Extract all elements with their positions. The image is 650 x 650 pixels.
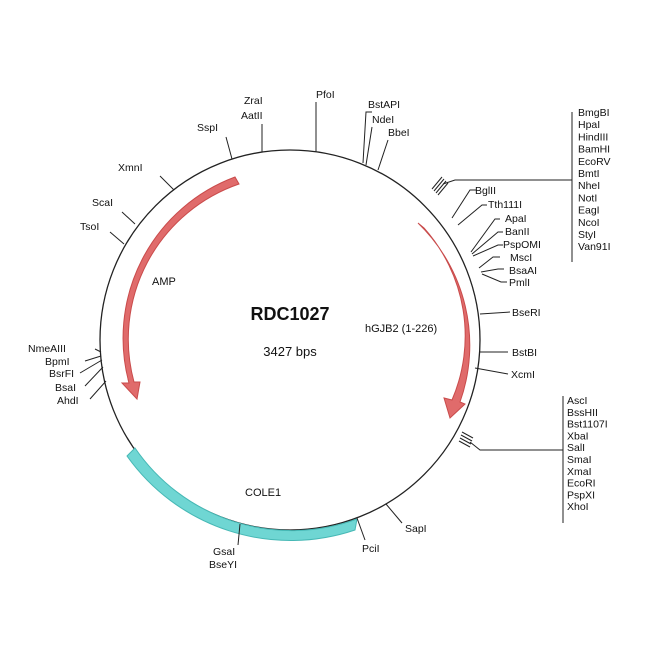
site-label-pmli: PmlI [509, 277, 530, 289]
plasmid-size: 3427 bps [263, 344, 317, 359]
site-tick-bseri [479, 311, 511, 315]
site-tick-pcii [356, 517, 366, 541]
plasmid-name: RDC1027 [250, 304, 329, 324]
site-label-scai: ScaI [92, 197, 113, 209]
site-tick-ndei [365, 126, 373, 166]
feature-label-hgjb2: hGJB2 (1-226) [365, 323, 437, 335]
mcs2-site-label: XmaI [567, 466, 592, 478]
site-tick-tsoi [109, 231, 125, 245]
cole1-feature-band [126, 447, 358, 541]
mcs2-site-label: SalI [567, 442, 585, 454]
mcs-2-labels: AscIBssHIIBst1107IXbaISalISmaIXmaIEcoRIP… [567, 395, 608, 513]
site-label-bglii: BglII [475, 185, 496, 197]
site-tick-xcmi [474, 367, 509, 375]
site-tick-pspomi [472, 244, 503, 257]
site-label-bpmi: BpmI [45, 356, 70, 368]
mcs1-site-label: HindIII [578, 131, 608, 143]
mcs1-site-label: EcoRV [578, 156, 611, 168]
mcs2-site-label: SmaI [567, 454, 592, 466]
mcs2-site-label: XbaI [567, 430, 589, 442]
mcs-group-1: BmgBIHpaIHindIIIBamHIEcoRVBmtINheINotIEa… [431, 107, 611, 262]
site-label-pspomi: PspOMI [503, 239, 541, 251]
mcs-group-2: AscIBssHIIBst1107IXbaISalISmaIXmaIEcoRIP… [458, 395, 608, 523]
site-label-bsrfi: BsrFI [49, 368, 74, 380]
site-tick-apai [470, 218, 500, 253]
amp-feature-arrow [120, 176, 240, 401]
site-tick-sapi [385, 503, 403, 524]
site-tick-gsai-bseyi [237, 523, 241, 546]
site-tick-sspi [225, 136, 233, 160]
site-label-bbei: BbeI [388, 127, 410, 139]
mcs-1-labels: BmgBIHpaIHindIIIBamHIEcoRVBmtINheINotIEa… [578, 107, 611, 253]
mcs1-site-label: NotI [578, 192, 597, 204]
mcs2-site-label: XhoI [567, 501, 589, 513]
site-tick-nmeaiii [94, 348, 102, 353]
mcs1-site-label: BmgBI [578, 107, 610, 119]
feature-label-amp: AMP [152, 276, 176, 288]
plasmid-backbone [99, 149, 481, 531]
site-label-sapi: SapI [405, 523, 427, 535]
site-label-aatii: AatII [241, 110, 263, 122]
site-label-tsoi: TsoI [80, 221, 99, 233]
site-label-bsaai: BsaAI [509, 265, 537, 277]
mcs2-site-label: Bst1107I [567, 419, 608, 431]
mcs1-site-label: BmtI [578, 168, 600, 180]
mcs2-site-label: AscI [567, 395, 587, 407]
site-tick-bpmi [84, 355, 102, 362]
site-label-bseri: BseRI [512, 307, 541, 319]
site-label-zral: ZraI [244, 95, 263, 107]
site-tick-bsai [84, 366, 104, 387]
site-tick-bsrfi [79, 359, 103, 374]
mcs2-site-label: BssHII [567, 407, 598, 419]
site-label-pcii: PciI [362, 543, 380, 555]
site-tick-msci [478, 256, 500, 269]
site-label-sspi: SspI [197, 122, 218, 134]
site-tick-banii [471, 231, 503, 255]
site-label-nmeaiii: NmeAIII [28, 343, 66, 355]
site-label-bseyi: BseYI [209, 559, 237, 571]
site-tick-bglii [451, 189, 476, 219]
mcs1-site-label: NcoI [578, 217, 600, 229]
site-label-gsai: GsaI [213, 546, 235, 558]
site-label-bstapi: BstAPI [368, 99, 400, 111]
hgjb2-feature-arrow [417, 222, 471, 419]
site-label-pfoi: PfoI [316, 89, 335, 101]
site-label-banii: BanII [505, 226, 530, 238]
site-label-bsai: BsaI [55, 382, 76, 394]
site-label-apai: ApaI [505, 213, 527, 225]
site-label-xmni: XmnI [118, 162, 143, 174]
site-label-msci: MscI [510, 252, 532, 264]
site-tick-bstapi [362, 111, 372, 164]
mcs1-site-label: HpaI [578, 119, 600, 131]
feature-label-cole1: COLE1 [245, 487, 281, 499]
site-tick-ahdi [89, 380, 107, 400]
site-label-xcmi: XcmI [511, 369, 535, 381]
mcs1-site-label: EagI [578, 205, 600, 217]
mcs2-site-label: PspXI [567, 489, 595, 501]
site-tick-xmni [159, 175, 175, 191]
site-tick-scai [121, 211, 136, 225]
site-tick-pmli [481, 273, 507, 283]
mcs1-site-label: Van91I [578, 241, 611, 253]
site-tick-bsaai [480, 268, 504, 273]
mcs2-site-label: EcoRI [567, 478, 596, 490]
site-label-ahdi: AhdI [57, 395, 79, 407]
site-label-bstbi: BstBI [512, 347, 537, 359]
mcs1-site-label: NheI [578, 180, 600, 192]
site-label-tth111i: Tth111I [488, 199, 522, 211]
site-tick-bbei [377, 139, 389, 171]
site-tick-tth111i [457, 204, 487, 226]
site-label-ndei: NdeI [372, 114, 394, 126]
mcs1-site-label: BamHI [578, 144, 610, 156]
mcs1-site-label: StyI [578, 229, 596, 241]
